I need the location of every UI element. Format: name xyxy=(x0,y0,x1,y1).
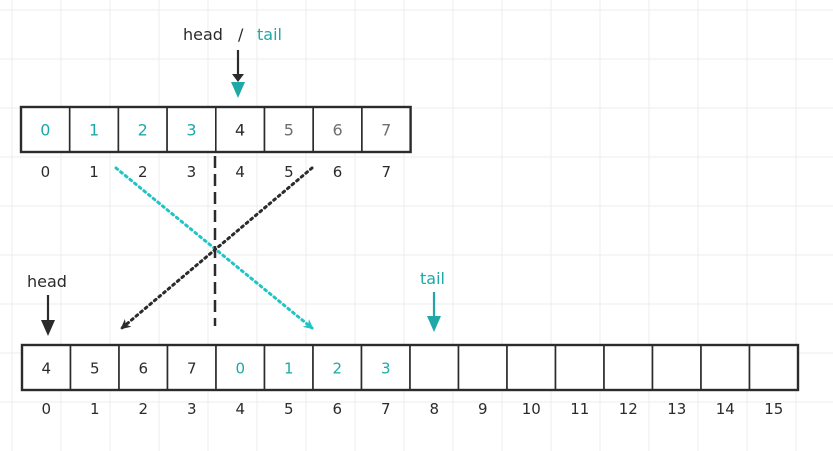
top-array-index: 1 xyxy=(89,163,99,181)
bottom-array-cell xyxy=(360,344,411,391)
top-array-border xyxy=(19,105,412,154)
top-array-index: 5 xyxy=(284,163,294,181)
bottom-array-cell xyxy=(69,344,120,391)
top-array-index: 0 xyxy=(41,163,51,181)
top-array-index: 2 xyxy=(138,163,148,181)
bottom-array-cell xyxy=(506,344,557,391)
top-array-cell-value: 6 xyxy=(332,121,342,140)
black-dotted-copy-arrow xyxy=(120,166,314,330)
bottom-array-index: 8 xyxy=(429,400,439,418)
bottom-array-index: 13 xyxy=(667,400,686,418)
top-array-cell-value: 2 xyxy=(138,121,148,140)
top-array-index: 3 xyxy=(187,163,197,181)
bottom-array-index: 10 xyxy=(522,400,541,418)
top-separator: / xyxy=(238,25,244,44)
bottom-array-index: 11 xyxy=(570,400,589,418)
top-array-cell-value: 0 xyxy=(40,121,50,140)
top-array-cell xyxy=(117,106,168,153)
bottom-tail-arrow-tip xyxy=(427,316,441,332)
bottom-head-arrow-tip xyxy=(41,320,55,336)
top-array-cell-value: 1 xyxy=(89,121,99,140)
bottom-tail-label: tail xyxy=(420,269,445,288)
bottom-array-cell xyxy=(215,344,266,391)
bottom-array-cell xyxy=(651,344,702,391)
top-array-cell-value: 7 xyxy=(381,121,391,140)
bottom-array-cell-value: 3 xyxy=(381,360,391,378)
bottom-array-index: 5 xyxy=(284,400,294,418)
top-pointer-arrow-teal-head xyxy=(231,82,245,98)
bottom-array-index: 4 xyxy=(235,400,245,418)
bottom-array-index: 1 xyxy=(90,400,100,418)
bottom-array-cell-value: 6 xyxy=(138,360,148,378)
top-array-cell xyxy=(215,106,266,153)
top-head-label: head xyxy=(183,25,223,44)
bottom-array-cell-value: 0 xyxy=(235,360,245,378)
bottom-array-index: 3 xyxy=(187,400,197,418)
top-array: 0 1 2 3 4 5 6 7 0 1 2 3 4 5 6 7 xyxy=(19,105,412,181)
top-array-cell-value: 5 xyxy=(284,121,294,140)
bottom-array-index: 9 xyxy=(478,400,488,418)
top-array-index: 7 xyxy=(381,163,391,181)
bottom-array-index: 12 xyxy=(619,400,638,418)
top-array-cell xyxy=(166,106,217,153)
bottom-array-cell-value: 4 xyxy=(41,360,51,378)
bottom-array-cell xyxy=(748,344,799,391)
bottom-array-cell-value: 1 xyxy=(284,360,294,378)
top-array-cell-value: 3 xyxy=(186,121,196,140)
bottom-array-cell xyxy=(409,344,460,391)
bottom-array-cell xyxy=(457,344,508,391)
top-array-cell-value: 4 xyxy=(235,121,245,140)
bottom-array-index: 2 xyxy=(138,400,148,418)
top-array-index: 4 xyxy=(235,163,245,181)
top-array-index: 6 xyxy=(333,163,343,181)
bottom-array-border xyxy=(20,343,800,392)
top-pointer-arrow-black-head xyxy=(232,74,244,82)
bottom-array-cell xyxy=(603,344,654,391)
bottom-array-cell xyxy=(700,344,751,391)
top-array-cell xyxy=(312,106,363,153)
bottom-head-label: head xyxy=(27,272,67,291)
bottom-array-index: 15 xyxy=(764,400,783,418)
bottom-array-cell-value: 2 xyxy=(332,360,342,378)
bottom-array-cell xyxy=(263,344,314,391)
top-tail-label: tail xyxy=(257,25,282,44)
bottom-array-index: 6 xyxy=(332,400,342,418)
bottom-array-cell-value: 7 xyxy=(187,360,197,378)
bottom-array-index: 0 xyxy=(41,400,51,418)
bottom-array-cell xyxy=(554,344,605,391)
bottom-array-cell-value: 5 xyxy=(90,360,100,378)
bottom-array-index: 14 xyxy=(716,400,735,418)
bottom-array-index: 7 xyxy=(381,400,391,418)
bottom-array-cell xyxy=(312,344,363,391)
